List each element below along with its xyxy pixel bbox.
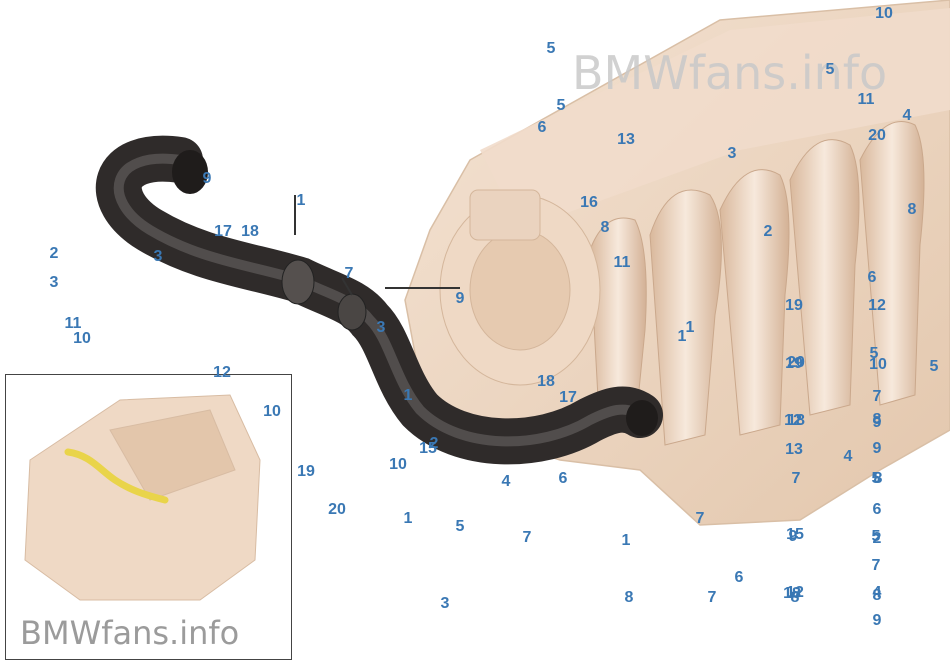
callout-label[interactable]: 12 [784,412,802,429]
callout-label[interactable]: 12 [868,297,886,314]
throttle-body [439,189,601,386]
callout-label[interactable]: 9 [788,528,798,545]
callout-label[interactable]: 18 [783,585,801,602]
callout-label[interactable]: 3 [440,595,450,612]
callout-label[interactable]: 6 [558,470,568,487]
callout-label[interactable]: 11 [64,315,82,332]
callout-label[interactable]: 8 [872,411,882,428]
callout-label[interactable]: 17 [214,223,232,240]
callout-label[interactable]: 7 [791,470,801,487]
callout-label[interactable]: 5 [556,97,566,114]
callout-label[interactable]: 4 [902,107,912,124]
callout-label[interactable]: 3 [153,248,163,265]
callout-label[interactable]: 6 [734,569,744,586]
callout-label[interactable]: 12 [786,584,804,601]
callout-label[interactable]: 4 [872,584,882,601]
callout-label[interactable]: 8 [872,587,882,604]
callout-label[interactable]: 20 [868,127,886,144]
callout-label[interactable]: 19 [297,463,315,480]
inset-engine [24,394,261,601]
callout-label[interactable]: 10 [389,456,407,473]
callout-label[interactable]: 19 [785,297,803,314]
callout-label[interactable]: 8 [873,470,883,487]
callout-label[interactable]: 7 [344,265,354,282]
watermark-inset: BMWfans.info [20,614,240,652]
callout-label[interactable]: 5 [871,528,881,545]
callout-label[interactable]: 2 [429,435,439,452]
callout-label[interactable]: 9 [455,290,465,307]
callout-label[interactable]: 7 [872,388,882,405]
callout-label[interactable]: 4 [843,448,853,465]
inset-frame [5,374,292,660]
callout-label[interactable]: 3 [727,145,737,162]
callout-label[interactable]: 2 [763,223,773,240]
callout-label[interactable]: 5 [825,61,835,78]
callout-label[interactable]: 5 [869,345,879,362]
callout-label[interactable]: 19 [785,355,803,372]
callout-label[interactable]: 15 [786,526,804,543]
manifold-runners [589,121,925,446]
callout-label[interactable]: 1 [296,192,306,209]
callout-label[interactable]: 20 [328,501,346,518]
callout-label[interactable]: 6 [867,269,877,286]
callout-label[interactable]: 7 [695,510,705,527]
callout-label[interactable]: 18 [787,412,805,429]
intake-manifold [404,0,950,526]
callout-label[interactable]: 18 [537,373,555,390]
callout-label[interactable]: 4 [501,473,511,490]
callout-label[interactable]: 8 [907,201,917,218]
callout-label[interactable]: 1 [685,319,695,336]
callout-label[interactable]: 12 [213,364,231,381]
callout-label[interactable]: 1 [403,510,413,527]
callout-label[interactable]: 1 [403,387,413,404]
callout-label[interactable]: 8 [600,219,610,236]
callout-label[interactable]: 10 [263,403,281,420]
callout-label[interactable]: 11 [857,91,875,108]
callout-label[interactable]: 9 [872,414,882,431]
callout-label[interactable]: 8 [624,589,634,606]
callout-label[interactable]: 20 [787,354,805,371]
callout-label[interactable]: 15 [419,440,437,457]
callout-label[interactable]: 6 [537,119,547,136]
callout-label[interactable]: 2 [872,530,882,547]
callout-label[interactable]: 13 [785,441,803,458]
callout-label[interactable]: 16 [580,194,598,211]
callout-label[interactable]: 5 [929,358,939,375]
vent-hose [95,135,663,465]
callout-label[interactable]: 5 [455,518,465,535]
callout-label[interactable]: 13 [617,131,635,148]
callout-label[interactable]: 3 [376,319,386,336]
callout-label[interactable]: 17 [559,389,577,406]
callout-label[interactable]: 1 [677,328,687,345]
callout-label[interactable]: 11 [613,254,631,271]
watermark-main: BMWfans.info [572,46,888,100]
callout-label[interactable]: 9 [202,170,212,187]
callout-label[interactable]: 10 [869,356,887,373]
callout-label[interactable]: 8 [790,589,800,606]
callout-label[interactable]: 2 [49,245,59,262]
callout-label[interactable]: 10 [875,5,893,22]
callout-label[interactable]: 1 [621,532,631,549]
callout-label[interactable]: 5 [871,470,881,487]
callout-label[interactable]: 9 [872,612,882,629]
callout-label[interactable]: 7 [871,557,881,574]
callout-label[interactable]: 6 [872,501,882,518]
callout-label[interactable]: 3 [49,274,59,291]
callout-label[interactable]: 18 [241,223,259,240]
callout-label[interactable]: 7 [707,589,717,606]
callout-label[interactable]: 5 [546,40,556,57]
callout-label[interactable]: 9 [872,440,882,457]
callout-label[interactable]: 10 [73,330,91,347]
callout-label[interactable]: 7 [522,529,532,546]
